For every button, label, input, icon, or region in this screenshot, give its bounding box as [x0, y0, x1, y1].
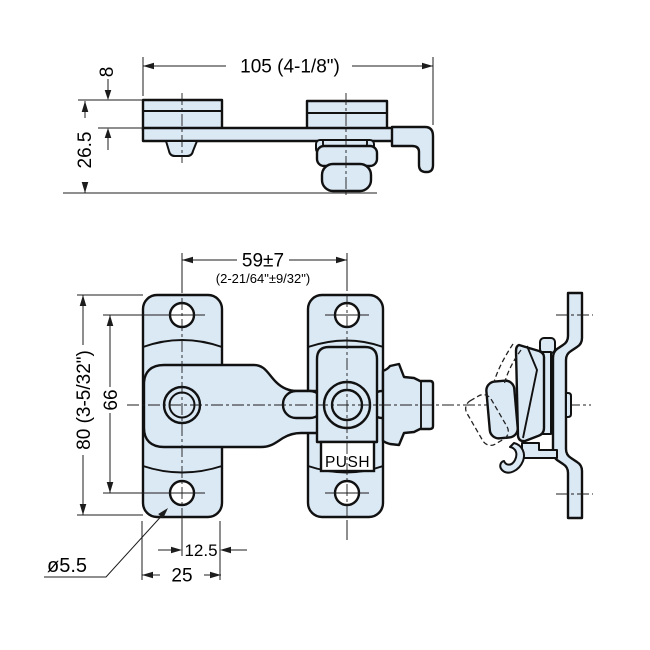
- vertical-centerlines: [181, 295, 348, 520]
- slider-top-tab-side: [539, 337, 556, 354]
- push-label: PUSH: [325, 454, 370, 471]
- phantom-knob-outline: [465, 393, 509, 447]
- arrowhead: [79, 504, 87, 515]
- arrowhead: [79, 295, 87, 306]
- arrowhead: [104, 128, 112, 138]
- offset-extension-lines: [141, 521, 221, 580]
- hole-diameter-leader: [44, 510, 167, 578]
- catch-piece: [381, 362, 435, 447]
- dim-offset-12-5: 12.5: [184, 541, 217, 560]
- plate-height-extensions: [77, 294, 143, 516]
- dim-hole-spacing: 59±7: [242, 251, 284, 272]
- lever-crease-lines: [522, 345, 538, 439]
- right-plate-upper-arc: [307, 339, 384, 348]
- dim-overall-width: 105 (4-1/8"): [240, 57, 340, 78]
- push-plate: [319, 440, 376, 473]
- bottom-bracket-side: [521, 442, 558, 459]
- knob-side: [485, 379, 519, 440]
- side-view: [465, 291, 593, 520]
- dim-thickness-8: 8: [97, 67, 118, 78]
- dim-height-26-5: 26.5: [75, 132, 96, 169]
- arrowhead: [143, 62, 154, 70]
- dim-hole-distance-66: 66: [101, 389, 122, 410]
- top-view: [141, 93, 435, 198]
- dim-plate-height-80: 80 (3-5/32"): [74, 350, 95, 450]
- arrowhead: [142, 571, 153, 579]
- width-extension-lines: [142, 57, 434, 125]
- arrowhead: [336, 256, 347, 264]
- arrowhead: [422, 62, 433, 70]
- knob-top: [320, 162, 373, 193]
- screw-tip: [165, 140, 198, 157]
- phantom-lever-line: [503, 349, 522, 386]
- arrowhead: [81, 182, 89, 193]
- right-plate-lower-arc: [307, 465, 384, 474]
- thickness-extension-lines: [78, 99, 143, 129]
- mounting-bar: [141, 126, 423, 143]
- strike-pin-side: [565, 392, 572, 418]
- latch-arm: [142, 363, 320, 449]
- left-plate-edge: [141, 98, 224, 132]
- catch-plate-side: [551, 291, 584, 520]
- arrowhead: [210, 571, 221, 579]
- dimensions-top: 105 (4-1/8") 8 26.5: [63, 57, 434, 194]
- arrowhead: [171, 546, 182, 554]
- arrowhead: [220, 546, 231, 554]
- front-view: PUSH: [103, 293, 591, 556]
- dimensions-front: 59±7 (2-21/64"±9/32") 80 (3-5/32") 66 12…: [44, 251, 348, 587]
- arrowhead: [106, 482, 114, 493]
- arrowhead: [81, 101, 89, 112]
- dim-width-25: 25: [171, 566, 192, 587]
- strike-hook: [390, 125, 435, 174]
- arrowhead: [106, 315, 114, 326]
- spring-hook: [499, 442, 525, 474]
- side-screw-centerlines: [556, 314, 593, 495]
- right-plate-edge: [305, 99, 389, 132]
- hole-centerlines: [103, 314, 369, 494]
- arrowhead: [182, 256, 193, 264]
- dim-hole-spacing-inches: (2-21/64"±9/32"): [216, 271, 310, 286]
- phantom-lever-line: [493, 343, 514, 383]
- lever-side: [514, 343, 546, 443]
- dim-hole-diameter: ø5.5: [47, 555, 87, 577]
- arrowhead: [104, 90, 112, 100]
- arrowhead: [158, 508, 168, 519]
